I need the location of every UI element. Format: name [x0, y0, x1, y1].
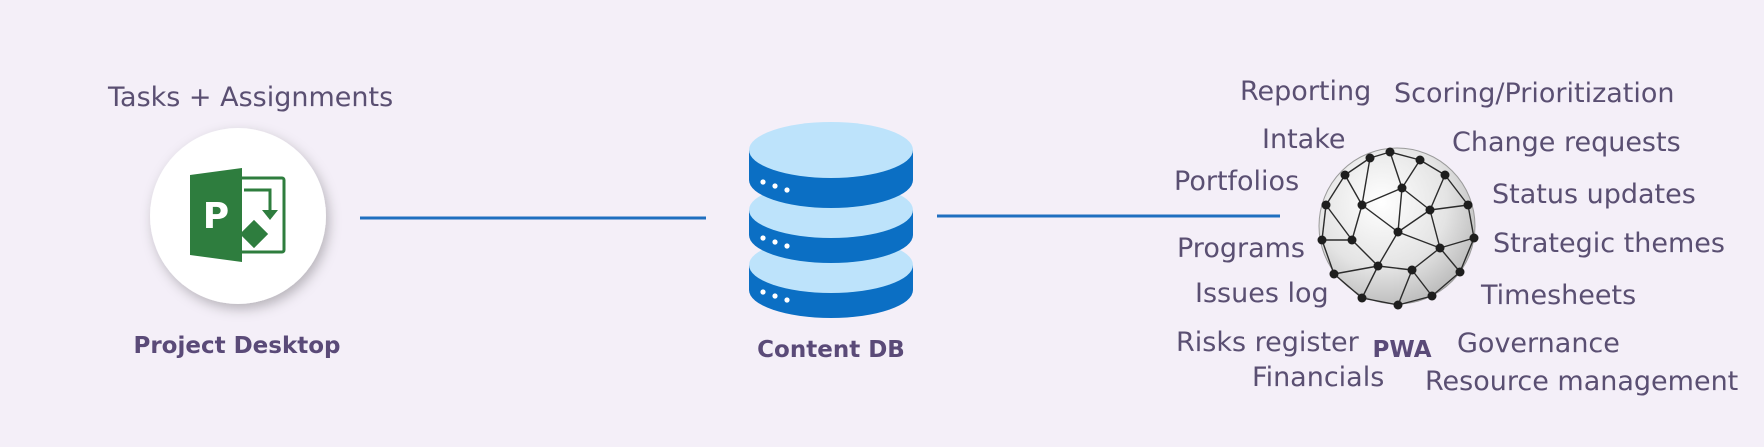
tasks-assignments-label: Tasks + Assignments: [108, 82, 394, 113]
content-db-title: Content DB: [757, 337, 905, 363]
project-desktop-title: Project Desktop: [133, 333, 341, 359]
feature-scoring: Scoring/Prioritization: [1394, 78, 1675, 109]
feature-intake: Intake: [1262, 124, 1346, 155]
feature-reporting: Reporting: [1240, 76, 1372, 107]
feature-resource-management: Resource management: [1425, 366, 1739, 397]
feature-risks-register: Risks register: [1176, 327, 1359, 358]
feature-programs: Programs: [1177, 233, 1305, 264]
feature-issues-log: Issues log: [1195, 278, 1329, 309]
pwa-title: PWA: [1372, 337, 1432, 363]
feature-portfolios: Portfolios: [1174, 166, 1300, 197]
feature-change-requests: Change requests: [1452, 127, 1681, 158]
feature-governance: Governance: [1457, 328, 1620, 359]
ms-project-icon: P: [150, 128, 326, 304]
database-icon: [749, 122, 913, 318]
feature-strategic-themes: Strategic themes: [1493, 228, 1725, 259]
feature-financials: Financials: [1252, 362, 1385, 393]
feature-timesheets: Timesheets: [1481, 280, 1637, 311]
network-globe-icon: [1317, 147, 1479, 310]
svg-text:P: P: [203, 196, 229, 237]
feature-status-updates: Status updates: [1492, 179, 1696, 210]
